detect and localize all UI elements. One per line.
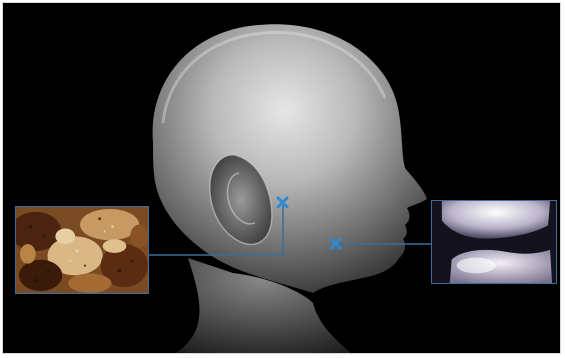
head-illustration: [3, 3, 561, 354]
tissue-texture-image: [15, 206, 149, 294]
joint-closeup-image: [431, 200, 557, 284]
image-frame: [2, 2, 561, 354]
head-shape: [153, 24, 427, 293]
